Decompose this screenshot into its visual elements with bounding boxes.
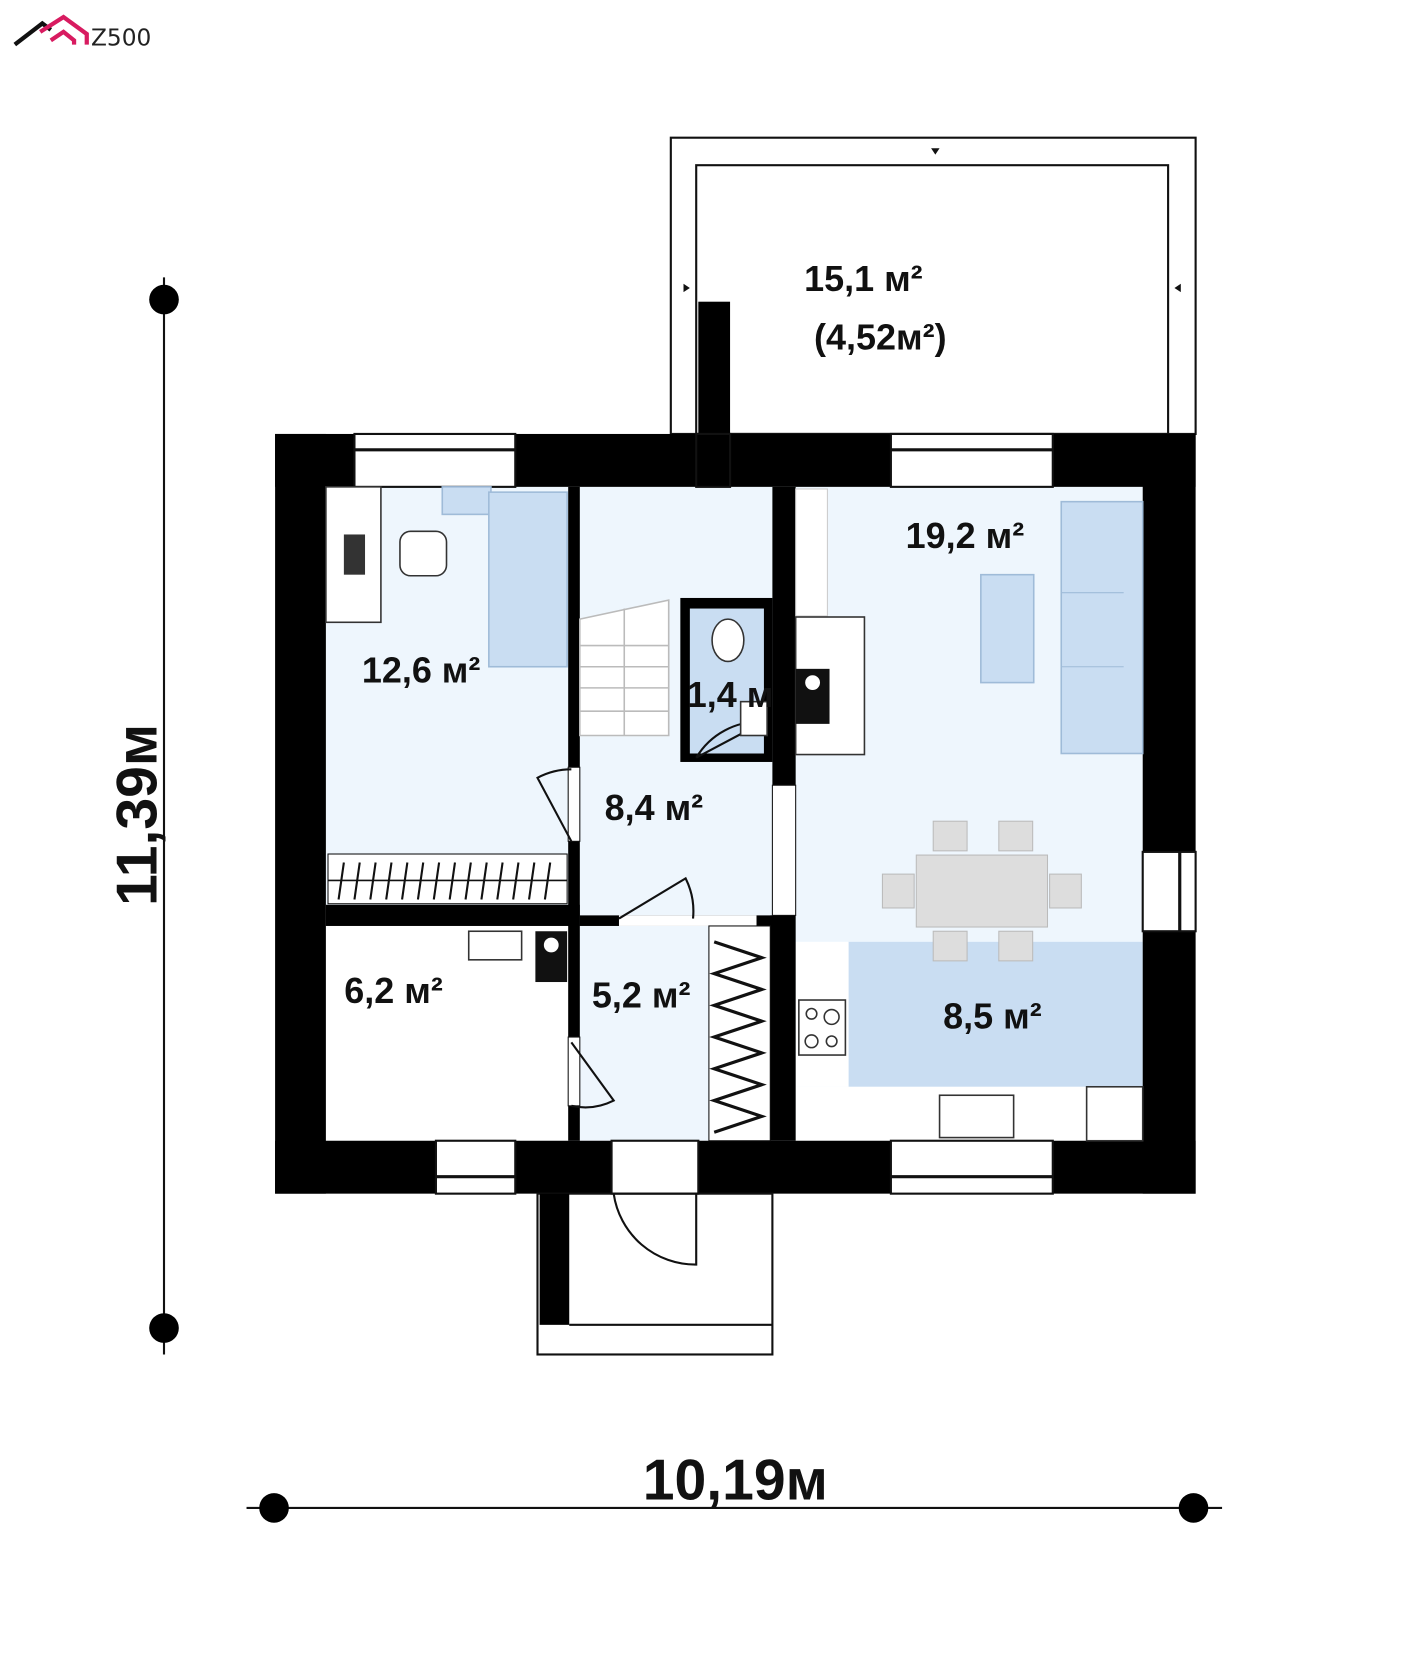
kitchen-area-label: 8,5 м²: [943, 996, 1042, 1037]
stairs: [579, 599, 670, 737]
window: [353, 432, 517, 488]
height-label: 11,39м: [106, 724, 170, 906]
desk: [325, 486, 382, 624]
living-furniture: [794, 488, 1144, 962]
sink-icon: [739, 700, 768, 737]
cooktop: [798, 999, 847, 1056]
window: [889, 1139, 1054, 1195]
kitchen-appliances: [798, 999, 1144, 1142]
window: [1141, 850, 1197, 933]
living-area-label: 19,2 м²: [906, 515, 1025, 556]
height-dimension: 11,39м: [106, 277, 179, 1355]
porch: [536, 1192, 774, 1356]
entry-wardrobe: [708, 925, 771, 1142]
hall-area-label: 8,4 м²: [605, 787, 704, 828]
boiler: [467, 930, 523, 961]
sink: [938, 1094, 1015, 1139]
bedroom-furniture: [325, 486, 568, 905]
boiler-room-floor: [325, 925, 570, 1141]
sofa: [1060, 500, 1144, 755]
bed: [488, 491, 568, 668]
width-dimension: 10,19м: [246, 1448, 1223, 1523]
monitor: [343, 534, 366, 575]
boiler-area-label: 6,2 м²: [344, 970, 443, 1011]
width-label: 10,19м: [643, 1448, 828, 1512]
z500-logo: Z500: [13, 14, 151, 52]
terrace-covered-area-label: (4,52м²): [814, 316, 947, 357]
windows: [353, 432, 1197, 1195]
terrace: [669, 136, 1197, 456]
logo-text: Z500: [91, 25, 151, 52]
window: [889, 432, 1054, 488]
entry-area-label: 5,2 м²: [592, 974, 691, 1015]
entrance-door-opening: [610, 1139, 700, 1195]
wc-area-label: 1,4 м: [687, 674, 774, 715]
chair: [399, 530, 448, 577]
wardrobe: [327, 853, 568, 905]
bedroom-area-label: 12,6 м²: [362, 650, 481, 691]
window: [434, 1139, 517, 1195]
dining-table: [915, 854, 1049, 928]
fridge: [1085, 1085, 1144, 1142]
terrace-area-label: 15,1 м²: [804, 258, 923, 299]
toilet-icon: [711, 618, 745, 663]
coffee-table: [980, 573, 1035, 684]
kitchen-area-fill: [848, 941, 1143, 1087]
